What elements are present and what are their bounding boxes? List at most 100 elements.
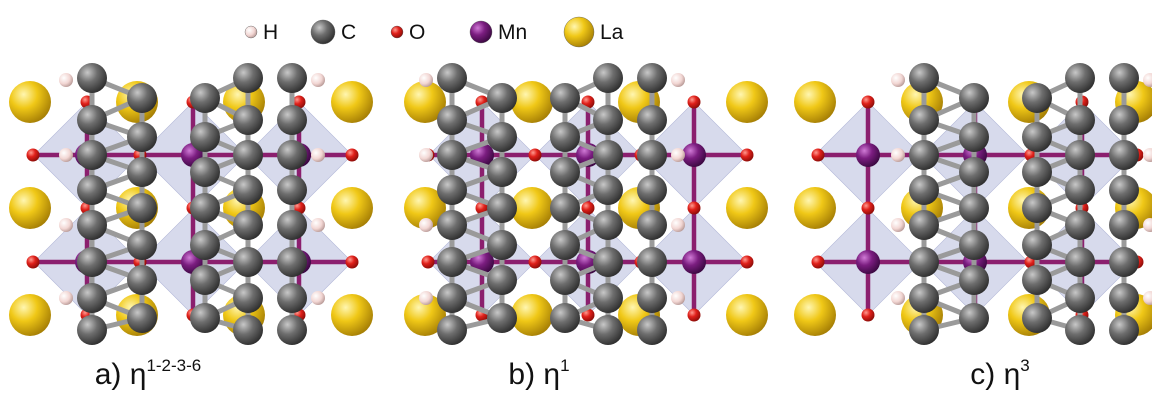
- legend-label-la: La: [600, 21, 624, 44]
- la-atom: [331, 294, 373, 336]
- legend-item-la: La: [563, 16, 624, 48]
- o-atom: [581, 201, 595, 215]
- la-atom: [404, 187, 446, 229]
- la-atom: [9, 81, 51, 123]
- c-atom: [959, 303, 989, 333]
- legend-swatch-mn: [469, 20, 493, 44]
- c-atom: [909, 283, 939, 313]
- panel-caption-c: c) η3: [970, 356, 1029, 391]
- c-atom: [550, 157, 580, 187]
- c-atom: [277, 315, 307, 345]
- mn-atom: [856, 250, 880, 274]
- c-atom: [233, 210, 263, 240]
- legend-item-o: O: [390, 21, 425, 44]
- legend-label-h: H: [263, 21, 278, 44]
- c-atom: [190, 193, 220, 223]
- o-atom: [861, 308, 875, 322]
- c-atom: [233, 63, 263, 93]
- la-atom: [794, 294, 836, 336]
- h-atom: [419, 291, 433, 305]
- o-atom: [528, 255, 542, 269]
- c-atom: [593, 283, 623, 313]
- panel-caption-a: a) η1-2-3-6: [95, 356, 202, 391]
- o-atom: [345, 255, 359, 269]
- la-atom: [511, 294, 553, 336]
- c-atom: [190, 230, 220, 260]
- c-atom: [233, 283, 263, 313]
- carbon-network: [77, 63, 307, 345]
- h-atom: [59, 148, 73, 162]
- c-atom: [190, 157, 220, 187]
- c-atom: [77, 210, 107, 240]
- c-atom: [437, 63, 467, 93]
- la-atom: [511, 81, 553, 123]
- c-atom: [1065, 210, 1095, 240]
- h-atom: [891, 73, 905, 87]
- c-atom: [277, 247, 307, 277]
- o-atom: [421, 255, 435, 269]
- o-atom: [740, 148, 754, 162]
- o-atom: [581, 308, 595, 322]
- caption-main: c) η: [970, 358, 1020, 391]
- la-atom: [511, 187, 553, 229]
- c-atom: [1022, 157, 1052, 187]
- c-atom: [909, 315, 939, 345]
- legend-item-c: C: [310, 19, 356, 45]
- c-atom: [277, 283, 307, 313]
- legend-swatch-h: [244, 25, 258, 39]
- h-atom: [311, 218, 325, 232]
- c-atom: [637, 210, 667, 240]
- c-atom: [1109, 247, 1139, 277]
- c-atom: [593, 247, 623, 277]
- h-atom: [671, 218, 685, 232]
- c-atom: [233, 175, 263, 205]
- o-atom: [581, 95, 595, 109]
- panel-a: a) η1-2-3-6: [9, 63, 373, 391]
- la-atom: [726, 294, 768, 336]
- c-atom: [959, 265, 989, 295]
- legend-item-h: H: [244, 21, 278, 44]
- h-atom: [419, 148, 433, 162]
- c-atom: [909, 105, 939, 135]
- c-atom: [277, 210, 307, 240]
- c-atom: [127, 303, 157, 333]
- c-atom: [637, 175, 667, 205]
- c-atom: [487, 83, 517, 113]
- c-atom: [233, 247, 263, 277]
- c-atom: [233, 105, 263, 135]
- c-atom: [1022, 303, 1052, 333]
- c-atom: [77, 140, 107, 170]
- c-atom: [593, 210, 623, 240]
- h-atom: [59, 291, 73, 305]
- c-atom: [637, 140, 667, 170]
- legend-item-mn: Mn: [469, 20, 527, 44]
- c-atom: [127, 157, 157, 187]
- c-atom: [190, 303, 220, 333]
- c-atom: [959, 122, 989, 152]
- c-atom: [1065, 315, 1095, 345]
- c-atom: [127, 193, 157, 223]
- la-atom: [794, 81, 836, 123]
- c-atom: [637, 63, 667, 93]
- h-atom: [671, 291, 685, 305]
- c-atom: [487, 193, 517, 223]
- c-atom: [909, 175, 939, 205]
- c-atom: [959, 230, 989, 260]
- h-atom: [1143, 148, 1152, 162]
- c-atom: [277, 140, 307, 170]
- h-atom: [419, 73, 433, 87]
- la-atom: [404, 81, 446, 123]
- h-atoms: [59, 73, 325, 305]
- c-atom: [550, 83, 580, 113]
- la-atom: [9, 294, 51, 336]
- c-atom: [190, 265, 220, 295]
- h-atom: [311, 73, 325, 87]
- c-atom: [1109, 210, 1139, 240]
- panel-c: c) η3: [794, 63, 1152, 391]
- o-atom: [811, 148, 825, 162]
- c-atom: [190, 83, 220, 113]
- c-atom: [909, 247, 939, 277]
- h-atoms: [891, 73, 1152, 305]
- h-atom: [671, 73, 685, 87]
- c-atom: [1022, 265, 1052, 295]
